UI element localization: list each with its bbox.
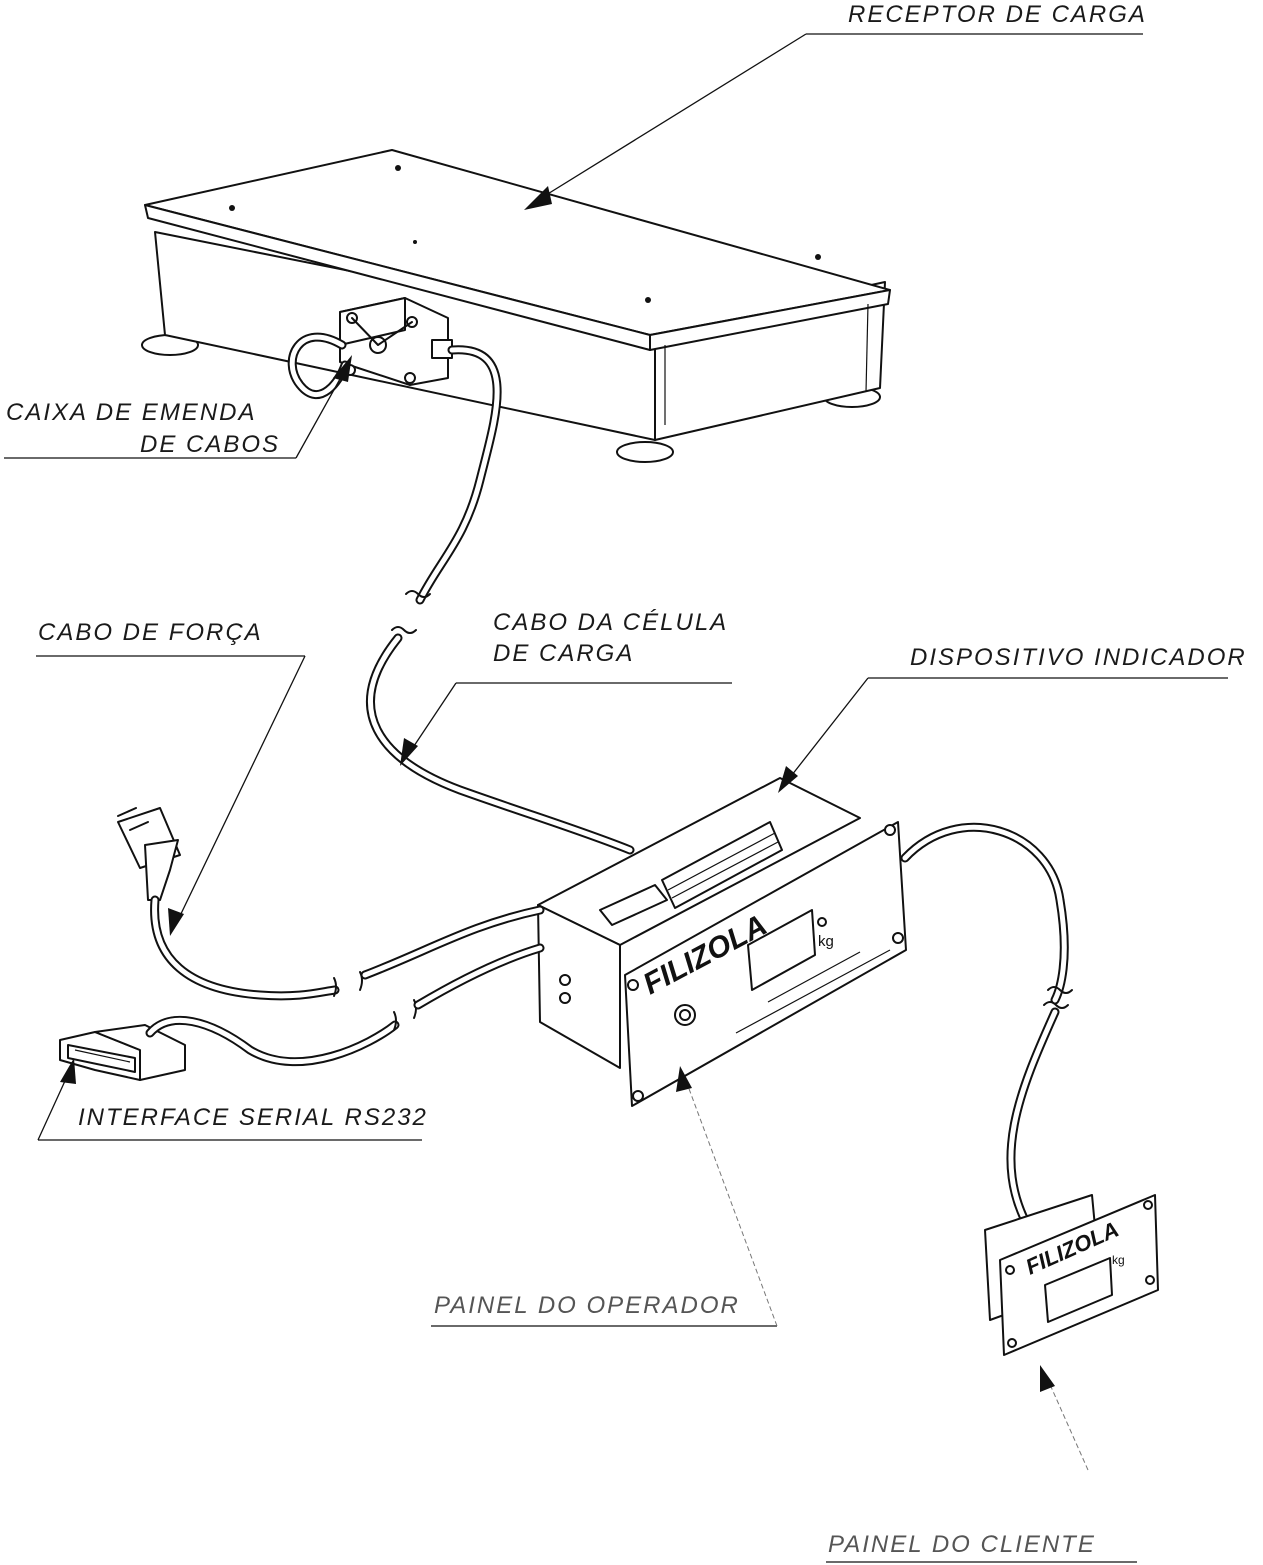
device-unit: kg <box>818 933 834 950</box>
customer-panel-device: FILIZOLA kg <box>900 822 1159 1356</box>
label-dispositivo-indicador: DISPOSITIVO INDICADOR <box>778 644 1247 793</box>
load-cell-cable <box>366 345 635 855</box>
cabo-forca-label: CABO DE FORÇA <box>38 619 263 646</box>
interface-label: INTERFACE SERIAL RS232 <box>78 1104 428 1131</box>
label-painel-do-cliente: PAINEL DO CLIENTE <box>826 1365 1137 1563</box>
painel-cliente-label: PAINEL DO CLIENTE <box>828 1531 1096 1558</box>
caixa-label-line2: DE CABOS <box>140 431 280 458</box>
painel-operador-label: PAINEL DO OPERADOR <box>434 1292 740 1319</box>
indicator-device: FILIZOLA kg <box>537 777 907 1107</box>
label-receptor-de-carga: RECEPTOR DE CARGA <box>524 1 1147 210</box>
serial-cable <box>59 943 545 1081</box>
power-cable <box>117 807 545 1001</box>
cabo-celula-label-line1: CABO DA CÉLULA <box>493 609 728 636</box>
dispositivo-label: DISPOSITIVO INDICADOR <box>910 644 1247 671</box>
junction-box <box>287 297 453 400</box>
label-cabo-da-celula: CABO DA CÉLULA DE CARGA <box>400 609 732 766</box>
customer-panel-unit: kg <box>1112 1253 1125 1267</box>
receptor-label: RECEPTOR DE CARGA <box>848 1 1147 28</box>
label-cabo-de-forca: CABO DE FORÇA <box>36 619 306 936</box>
label-painel-do-operador: PAINEL DO OPERADOR <box>431 1066 778 1327</box>
label-caixa-de-emenda: CAIXA DE EMENDA DE CABOS <box>4 355 352 459</box>
label-interface-serial: INTERFACE SERIAL RS232 <box>37 1058 428 1141</box>
cabo-celula-label-line2: DE CARGA <box>493 640 634 667</box>
caixa-label-line1: CAIXA DE EMENDA <box>6 399 257 426</box>
